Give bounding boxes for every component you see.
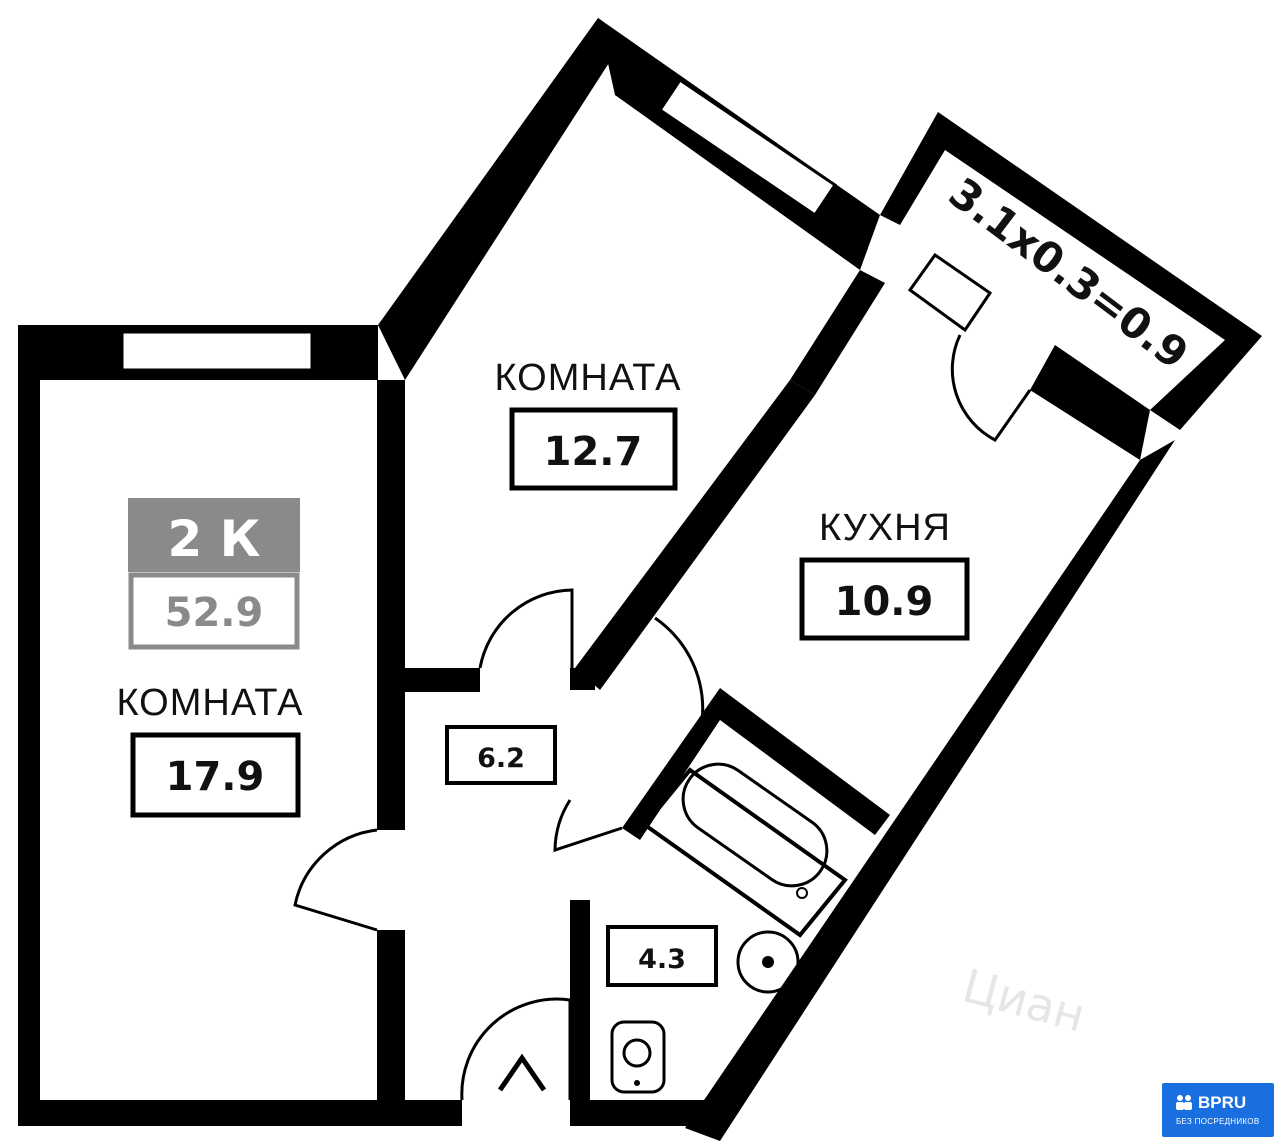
apartment-badge: 2 К 52.9 — [128, 498, 300, 650]
room-name-left: КОМНАТА — [116, 682, 303, 724]
logo-brand: BPRU — [1198, 1093, 1247, 1112]
room-area-hallway: 6.2 — [477, 743, 525, 774]
people-icon — [1176, 1095, 1192, 1110]
logo-tagline: БЕЗ ПОСРЕДНИКОВ — [1176, 1117, 1260, 1126]
badge-rooms: 2 К — [167, 510, 260, 568]
room-name-kitchen: КУХНЯ — [819, 507, 951, 549]
watermark: Циан — [957, 958, 1091, 1042]
entrance-arrow-icon — [497, 1053, 547, 1092]
bpru-logo: BPRU БЕЗ ПОСРЕДНИКОВ — [1162, 1083, 1274, 1137]
walls — [18, 18, 1262, 1141]
room-area-upper: 12.7 — [544, 429, 643, 475]
doors — [293, 334, 1032, 1101]
windows — [120, 77, 993, 372]
badge-total-area: 52.9 — [165, 590, 264, 636]
room-area-left: 17.9 — [166, 754, 265, 800]
room-name-upper: КОМНАТА — [494, 357, 681, 399]
room-area-bathroom: 4.3 — [638, 944, 686, 975]
bathroom-fixtures — [610, 762, 848, 1094]
room-area-kitchen: 10.9 — [835, 579, 934, 625]
